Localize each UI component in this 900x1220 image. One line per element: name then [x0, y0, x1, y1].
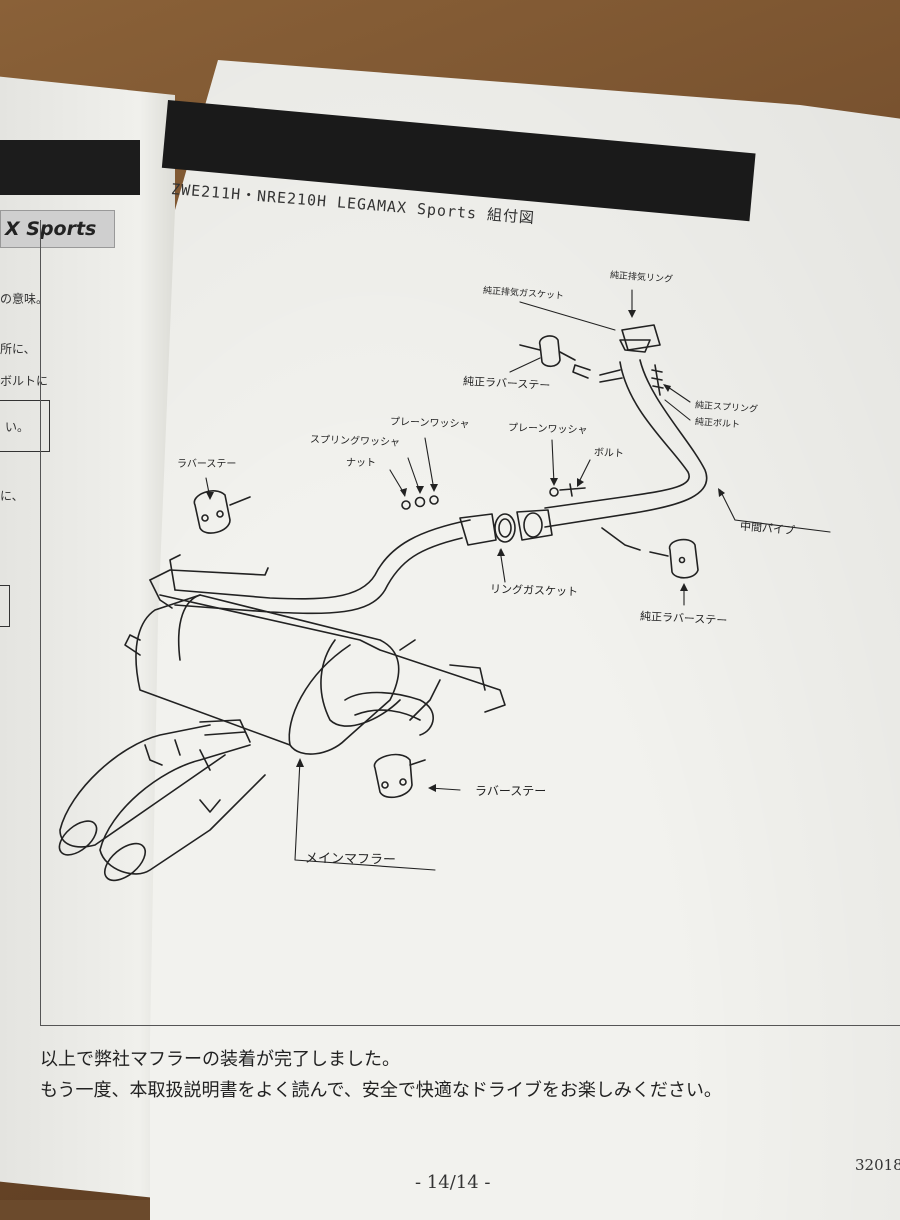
- label-rubber-stay-bottom: ラバーステー: [475, 784, 547, 798]
- washer-drawing: [549, 487, 559, 497]
- label-ring-gasket: リングガスケット: [489, 582, 579, 599]
- rubber-stay-bottom-drawing: [373, 753, 426, 799]
- rubber-stay-top-drawing: [519, 335, 576, 368]
- left-page-line: ボルトに: [0, 374, 49, 388]
- left-page-note-box: [0, 400, 50, 452]
- document-code: 32018: [855, 1156, 900, 1174]
- closing-line-2: もう一度、本取扱説明書をよく読んで、安全で快適なドライブをお楽しみください。: [40, 1080, 722, 1101]
- flange-joint-drawing: [459, 509, 553, 546]
- left-page-line: に、: [0, 489, 24, 503]
- label-plain-washer-left: プレーンワッシャ: [389, 416, 470, 431]
- closing-line-1: 以上で弊社マフラーの装着が完了しました。: [40, 1049, 400, 1070]
- arrowheads: [206, 310, 725, 792]
- left-page-line: の意味。: [0, 292, 49, 306]
- diagram-frame: [40, 220, 900, 1026]
- spring-drawing: [651, 364, 664, 396]
- bolt-drawing: [559, 483, 586, 497]
- plain-washer-drawing: [429, 495, 439, 505]
- label-spring-washer: スプリングワッシャ: [309, 434, 401, 449]
- page-shading: [150, 60, 900, 1220]
- label-plain-washer-right: プレーンワッシャ: [507, 422, 588, 437]
- label-bolt: ボルト: [593, 447, 625, 460]
- label-nut: ナット: [346, 458, 376, 469]
- label-rubber-stay-left: ラバーステー: [177, 459, 237, 470]
- middle-pipe-drawing: [544, 324, 708, 551]
- left-page-line: 所に、: [0, 342, 36, 356]
- left-page-header-band: [0, 140, 140, 195]
- tail-pipes-drawing: [58, 719, 266, 882]
- connecting-pipe-drawing: [149, 519, 471, 615]
- left-page-line: い。: [5, 420, 30, 434]
- rubber-stay-left-drawing: [193, 490, 251, 534]
- left-page-title: X Sports: [0, 210, 115, 248]
- left-page-note-box: [0, 585, 10, 627]
- rubber-stay-right-drawing: [649, 538, 699, 579]
- spring-washer-drawing: [414, 496, 426, 508]
- label-main-muffler: メインマフラー: [304, 851, 397, 868]
- main-muffler-drawing: [124, 594, 506, 755]
- page-number: - 14/14 -: [415, 1172, 491, 1193]
- nut-drawing: [401, 500, 411, 510]
- manual-page: [150, 60, 900, 1220]
